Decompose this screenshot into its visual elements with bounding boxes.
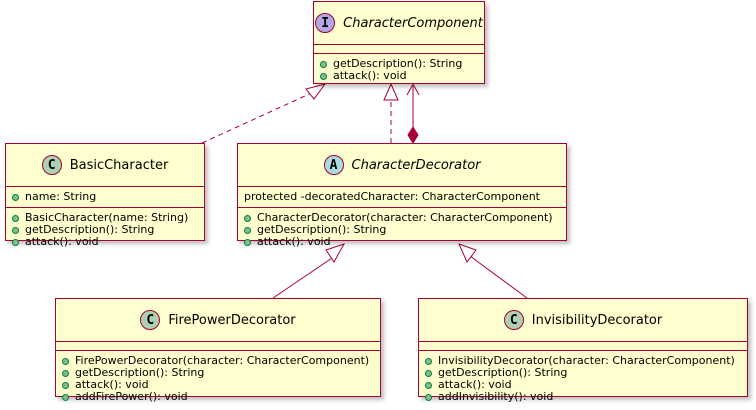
- field-item: protected -decoratedCharacter: Character…: [244, 190, 540, 203]
- field-item: name: String: [12, 191, 198, 203]
- methods-section: getDescription(): String attack(): void: [314, 54, 484, 86]
- public-visibility-icon: [12, 238, 19, 246]
- class-name: CharacterComponent: [343, 15, 483, 31]
- method-item: InvisibilityDecorator(character: Charact…: [425, 355, 741, 367]
- methods-section: InvisibilityDecorator(character: Charact…: [419, 351, 747, 407]
- method-item: addInvisibility(): void: [425, 391, 741, 403]
- interface-stereotype-icon: I: [315, 13, 336, 33]
- public-visibility-icon: [425, 381, 432, 389]
- public-visibility-icon: [62, 393, 69, 401]
- method-item: getDescription(): String: [320, 58, 478, 70]
- class-character-component[interactable]: I CharacterComponent getDescription(): S…: [313, 1, 485, 84]
- method-item: BasicCharacter(name: String): [12, 212, 198, 224]
- class-basic-character[interactable]: C BasicCharacter name: String BasicChara…: [5, 143, 205, 248]
- class-header: I CharacterComponent: [314, 2, 484, 45]
- public-visibility-icon: [62, 369, 69, 377]
- method-item: getDescription(): String: [244, 224, 560, 236]
- public-visibility-icon: [244, 226, 251, 234]
- method-item: getDescription(): String: [425, 367, 741, 379]
- fields-section: [314, 45, 484, 54]
- public-visibility-icon: [425, 369, 432, 377]
- class-name: InvisibilityDecorator: [531, 312, 663, 328]
- methods-section: CharacterDecorator(character: CharacterC…: [238, 208, 566, 252]
- realization-arrowhead-decorator: [383, 82, 399, 101]
- class-stereotype-icon: C: [41, 155, 62, 175]
- method-item: CharacterDecorator(character: CharacterC…: [244, 212, 560, 224]
- method-item: attack(): void: [12, 236, 198, 248]
- composition-diamond: [407, 126, 419, 144]
- method-item: FirePowerDecorator(character: CharacterC…: [62, 355, 374, 367]
- method-item: getDescription(): String: [12, 224, 198, 236]
- public-visibility-icon: [425, 357, 432, 365]
- realization-edge-basic: [201, 89, 319, 144]
- composition-arrowhead: [406, 82, 420, 96]
- fields-section: [419, 342, 747, 351]
- class-fire-power-decorator[interactable]: C FirePowerDecorator FirePowerDecorator(…: [55, 298, 381, 403]
- public-visibility-icon: [62, 381, 69, 389]
- public-visibility-icon: [320, 72, 327, 80]
- fields-section: name: String: [6, 187, 204, 208]
- abstract-stereotype-icon: A: [323, 155, 344, 175]
- class-header: C BasicCharacter: [6, 144, 204, 187]
- class-header: C InvisibilityDecorator: [419, 299, 747, 342]
- class-stereotype-icon: C: [503, 310, 524, 330]
- method-item: getDescription(): String: [62, 367, 374, 379]
- method-item: attack(): void: [320, 70, 478, 82]
- public-visibility-icon: [320, 60, 327, 68]
- fields-section: [56, 342, 380, 351]
- generalization-edge-fire: [272, 255, 336, 299]
- public-visibility-icon: [12, 226, 19, 234]
- class-name: FirePowerDecorator: [168, 312, 296, 328]
- public-visibility-icon: [12, 214, 19, 222]
- fields-section: protected -decoratedCharacter: Character…: [238, 187, 566, 208]
- public-visibility-icon: [244, 238, 251, 246]
- public-visibility-icon: [425, 393, 432, 401]
- generalization-arrowhead-fire: [325, 243, 346, 263]
- class-invisibility-decorator[interactable]: C InvisibilityDecorator InvisibilityDeco…: [418, 298, 748, 403]
- class-stereotype-icon: C: [140, 310, 161, 330]
- method-item: addFirePower(): void: [62, 391, 374, 403]
- class-name: BasicCharacter: [69, 157, 169, 173]
- public-visibility-icon: [244, 214, 251, 222]
- method-item: attack(): void: [244, 236, 560, 248]
- realization-arrowhead-basic: [305, 83, 327, 100]
- class-character-decorator[interactable]: A CharacterDecorator protected -decorate…: [237, 143, 567, 248]
- generalization-edge-invis: [469, 255, 528, 299]
- class-name: CharacterDecorator: [351, 157, 481, 173]
- generalization-arrowhead-invis: [458, 243, 477, 263]
- public-visibility-icon: [12, 193, 19, 201]
- public-visibility-icon: [62, 357, 69, 365]
- class-header: A CharacterDecorator: [238, 144, 566, 187]
- methods-section: FirePowerDecorator(character: CharacterC…: [56, 351, 380, 407]
- method-item: attack(): void: [425, 379, 741, 391]
- class-header: C FirePowerDecorator: [56, 299, 380, 342]
- methods-section: BasicCharacter(name: String) getDescript…: [6, 208, 204, 252]
- method-item: attack(): void: [62, 379, 374, 391]
